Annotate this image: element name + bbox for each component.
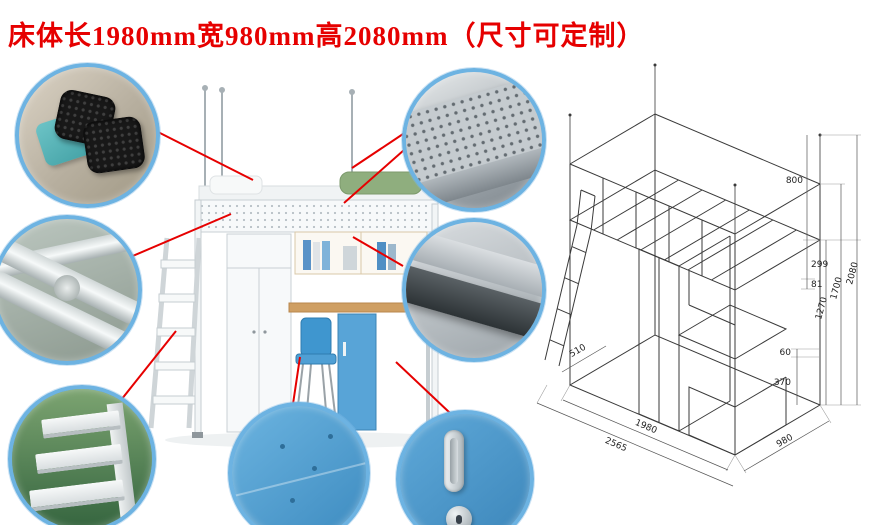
foot-pad-black-cap [81,115,147,175]
page-title: 床体长1980mm宽980mm高2080mm（尺寸可定制） [8,21,645,51]
screw-hole [328,434,333,439]
dimension-drawing: 800 299 81 1270 1700 2080 60 370 510 198… [536,63,861,487]
ladder-step [41,410,121,439]
wardrobe [226,233,292,433]
callout-ladder-steps [8,385,156,525]
screw-hole [312,466,317,471]
bed-wireframe [544,63,822,456]
keyhole-icon [456,515,462,524]
callout-perforated-panel [402,68,546,212]
cabinet-handle [343,342,346,356]
ladder-step [29,479,125,512]
ladder [148,237,202,429]
door-handle-slot [450,438,458,484]
dim-299: 299 [811,260,828,270]
dimension-labels: 800 299 81 1270 1700 2080 60 370 510 198… [568,176,861,454]
chair-back [300,317,332,357]
dim-2565: 2565 [603,436,628,454]
upper-bunk [194,171,439,233]
desk-cabinet [337,313,377,431]
dim-81: 81 [811,280,822,290]
dim-1700: 1700 [829,276,845,301]
dim-800: 800 [786,176,803,186]
pillow [209,175,263,195]
dim-370: 370 [774,378,791,388]
callout-steel-tube-frame [0,215,142,365]
dim-510: 510 [568,343,588,360]
screw-hole [290,498,295,503]
callout-handle-and-lock [396,410,534,525]
callout-blue-panel-surface [228,402,370,525]
callout-beam-connector [402,218,546,362]
tube-joint [54,275,80,301]
screw-hole [280,444,285,449]
dim-1270: 1270 [814,296,830,321]
chair-seat [295,353,337,365]
panel-seam [232,458,366,500]
dimension-lines [536,134,861,487]
dim-980: 980 [775,433,795,450]
dim-2080: 2080 [845,261,861,286]
foot-pad [192,432,203,438]
ladder-step [35,443,123,475]
callout-plastic-foot-pads [15,63,160,208]
dim-60: 60 [780,348,792,358]
